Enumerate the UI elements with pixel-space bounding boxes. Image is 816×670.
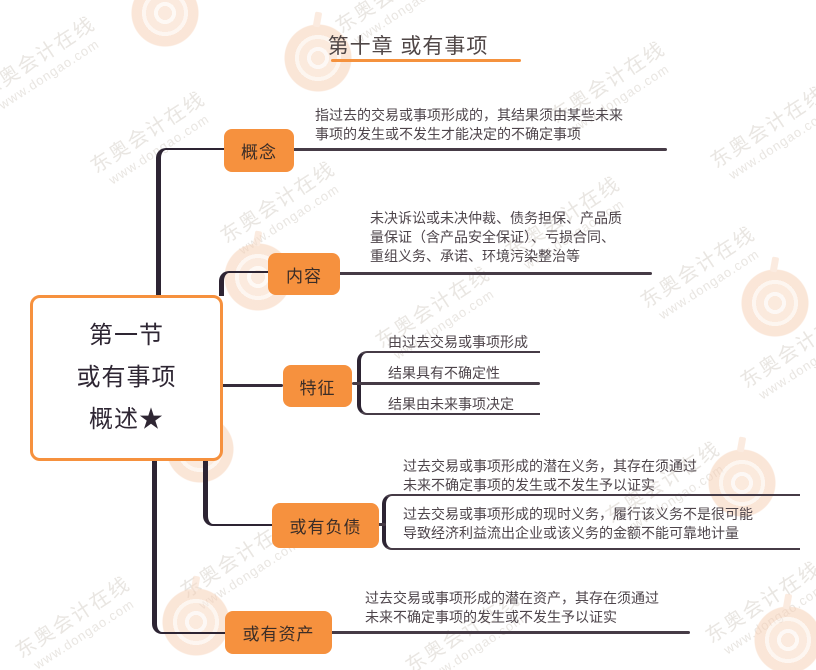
central-topic-line2: 或有事项 [76, 364, 177, 391]
dongao-logo-watermark [279, 19, 357, 97]
watermark-brand: 东奥会计在线 [706, 82, 816, 173]
liability-bracket [382, 494, 800, 550]
desc-line: 未决诉讼或未决仲裁、债务担保、产品质 [370, 210, 622, 226]
desc-line: 指过去的交易或事项形成的，其结果须由某些未来 [315, 107, 623, 123]
chapter-title: 第十章 或有事项 [327, 35, 489, 58]
branch-node-features: 特征 [283, 365, 352, 407]
desc-line: 事项的发生或不发生才能决定的不确定事项 [315, 126, 581, 142]
desc-line: 过去交易或事项形成的现时义务，履行该义务不是很可能 [403, 506, 753, 522]
watermark-url: www.dongao.com [725, 106, 816, 183]
dongao-logo-watermark [703, 444, 781, 522]
branch-node-contingent-asset: 或有资产 [225, 611, 332, 654]
watermark-brand: 东奥会计在线 [11, 572, 135, 663]
branch-node-concept: 概念 [224, 129, 294, 172]
connector-features [221, 384, 283, 387]
connector-contingent-liability [203, 461, 272, 526]
branch-line-content [268, 272, 652, 275]
desc-line: 过去交易或事项形成的潜在义务，其存在须通过 [403, 458, 697, 474]
branch-node-contingent-liability: 或有负债 [272, 503, 379, 548]
central-topic-line3: 概述★ [89, 406, 164, 433]
asset-description: 过去交易或事项形成的潜在资产，其存在须通过 未来不确定事项的发生或不发生予以证实 [365, 589, 659, 627]
desc-line: 导致经济利益流出企业或该义务的金额不能可靠地计量 [403, 525, 739, 541]
content-description: 未决诉讼或未决仲裁、债务担保、产品质 量保证（含产品安全保证）、亏损合同、 重组… [370, 209, 622, 266]
watermark-url: www.dongao.com [30, 596, 137, 670]
connector-contingent-asset [152, 461, 225, 634]
connector-concept [156, 148, 224, 295]
desc-line: 重组义务、承诺、环境污染整治等 [370, 248, 580, 264]
central-topic: 第一节 或有事项 概述★ [30, 295, 223, 461]
dongao-logo-watermark [157, 583, 235, 661]
title-underline [331, 59, 521, 62]
liability-item-2: 过去交易或事项形成的现时义务，履行该义务不是很可能 导致经济利益流出企业或该义务… [403, 505, 753, 543]
concept-description: 指过去的交易或事项形成的，其结果须由某些未来 事项的发生或不发生才能决定的不确定… [315, 106, 623, 144]
desc-line: 未来不确定事项的发生或不发生予以证实 [365, 609, 617, 625]
connector-content [219, 271, 268, 296]
desc-line: 量保证（含产品安全保证）、亏损合同、 [370, 229, 615, 245]
branch-line-contingent-asset [225, 631, 690, 634]
branch-line-concept [224, 148, 667, 151]
central-topic-line1: 第一节 [89, 322, 164, 349]
branch-node-content: 内容 [268, 253, 340, 295]
features-middle-line [352, 382, 540, 385]
feature-item-2: 结果具有不确定性 [388, 365, 500, 381]
feature-item-3: 结果由未来事项决定 [388, 396, 514, 412]
dongao-logo-watermark [736, 264, 814, 342]
dongao-logo-watermark [749, 601, 816, 670]
liability-stub-line [376, 523, 386, 526]
desc-line: 未来不确定事项的发生或不发生予以证实 [403, 477, 655, 493]
desc-line: 过去交易或事项形成的潜在资产，其存在须通过 [365, 590, 659, 606]
liability-item-1: 过去交易或事项形成的潜在义务，其存在须通过 未来不确定事项的发生或不发生予以证实 [403, 457, 697, 495]
feature-item-1: 由过去交易或事项形成 [388, 334, 528, 350]
